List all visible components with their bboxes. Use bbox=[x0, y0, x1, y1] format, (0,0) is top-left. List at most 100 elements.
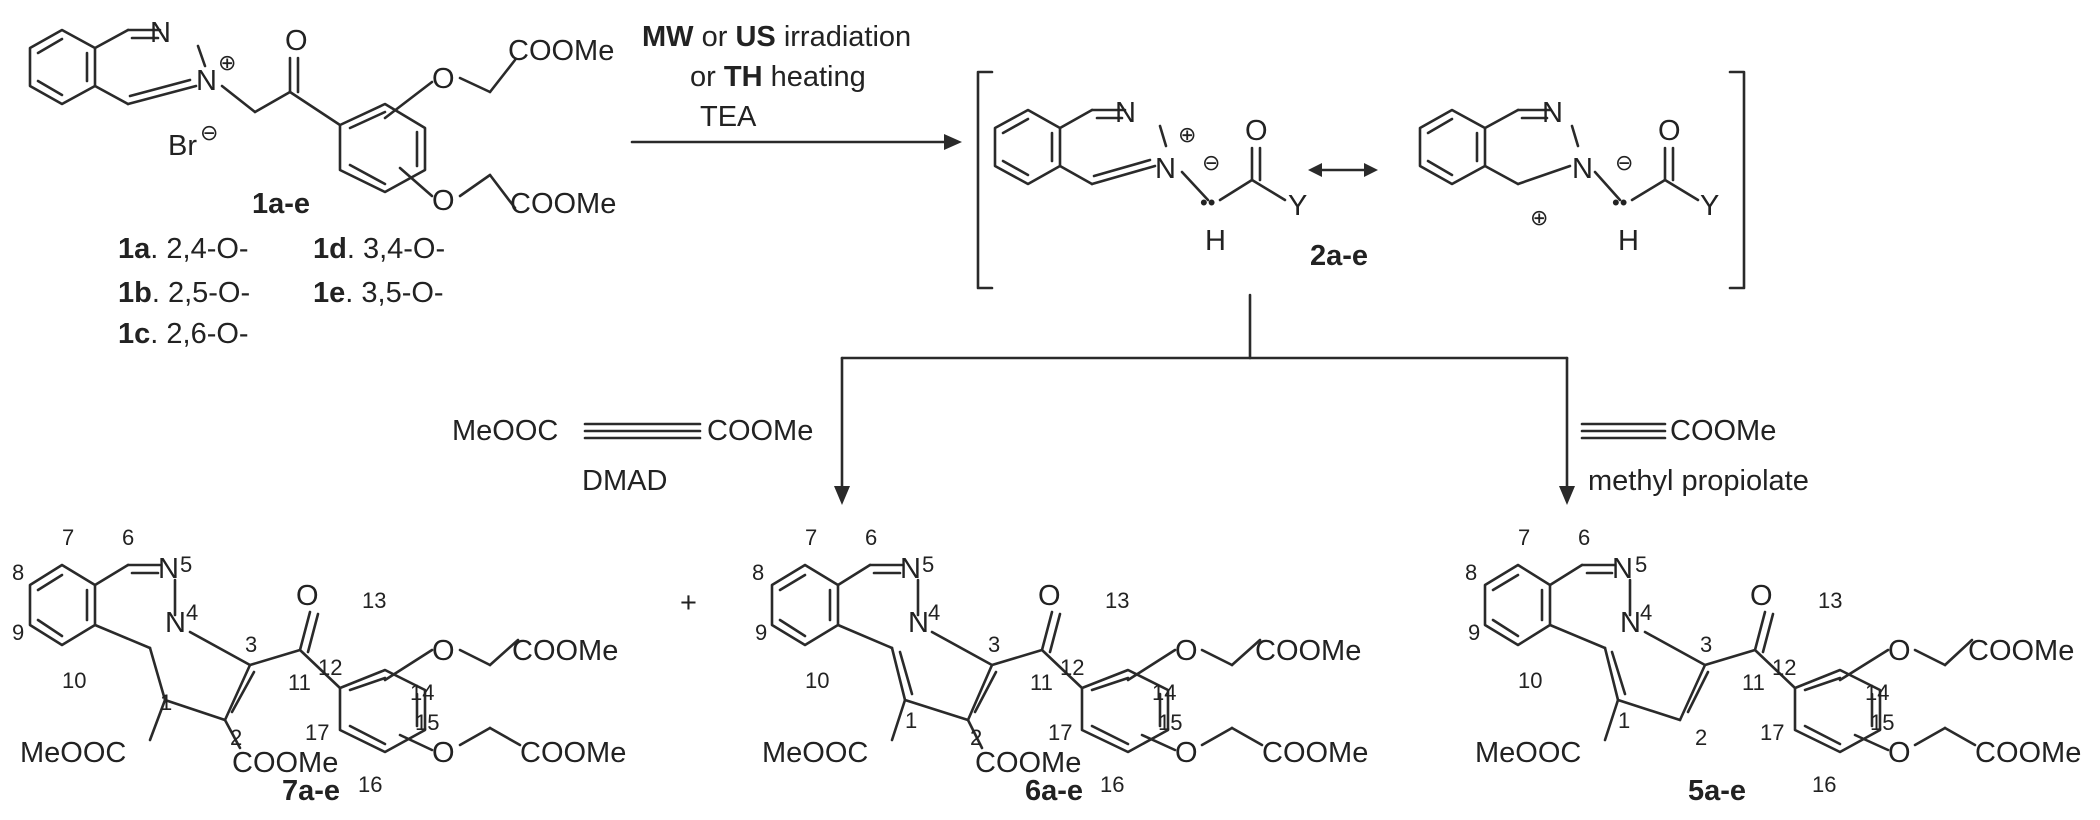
ester-group-label: COOMe bbox=[1262, 737, 1368, 769]
svg-text:8: 8 bbox=[12, 560, 24, 585]
svg-text:1: 1 bbox=[1618, 708, 1630, 733]
n-atom: N bbox=[165, 607, 186, 639]
o-atom: O bbox=[432, 737, 455, 769]
svg-text:9: 9 bbox=[12, 620, 24, 645]
y-group: Y bbox=[1288, 190, 1307, 222]
reactant-variant-list: 1a. 2,4-O- 1b. 2,5-O- 1c. 2,6-O- 1d. 3,4… bbox=[118, 233, 445, 350]
svg-text:1: 1 bbox=[160, 690, 172, 715]
positive-charge-icon: ⊕ bbox=[1530, 205, 1548, 230]
n-atom: N bbox=[908, 607, 929, 639]
svg-text:1: 1 bbox=[905, 708, 917, 733]
atom-numbering: 1 2 3 4 5 6 7 8 9 10 11 12 13 14 15 16 1… bbox=[12, 525, 439, 797]
reaction-conditions: MW or US irradiation or TH heating TEA bbox=[642, 21, 911, 133]
ester-group-label: COOMe bbox=[1968, 635, 2074, 667]
dmad-reagent: MeOOC COOMe DMAD bbox=[452, 415, 813, 497]
n-atom: N bbox=[900, 553, 921, 585]
n-atom: N bbox=[1572, 153, 1593, 185]
svg-text:9: 9 bbox=[1468, 620, 1480, 645]
lone-pair-icon: •• bbox=[1612, 190, 1627, 215]
svg-text:16: 16 bbox=[1100, 772, 1124, 797]
dmad-name: DMAD bbox=[582, 465, 667, 497]
bromide-label: Br bbox=[168, 130, 197, 162]
o-atom: O bbox=[432, 63, 455, 95]
o-atom: O bbox=[432, 185, 455, 217]
y-group: Y bbox=[1700, 190, 1719, 222]
product-7-label: 7a-e bbox=[282, 775, 340, 807]
negative-charge-icon: ⊖ bbox=[1615, 150, 1633, 175]
plus-sign: + bbox=[680, 587, 697, 619]
negative-charge-icon: ⊖ bbox=[200, 120, 218, 145]
svg-text:8: 8 bbox=[1465, 560, 1477, 585]
n-atom: N bbox=[1155, 153, 1176, 185]
ester-group-label: COOMe bbox=[520, 737, 626, 769]
svg-text:15: 15 bbox=[415, 710, 439, 735]
svg-text:16: 16 bbox=[358, 772, 382, 797]
svg-text:10: 10 bbox=[62, 668, 86, 693]
svg-text:4: 4 bbox=[1640, 600, 1652, 625]
svg-text:4: 4 bbox=[928, 600, 940, 625]
atom-numbering: 1 2 3 4 5 6 7 8 9 10 11 12 13 14 15 16 1… bbox=[752, 525, 1182, 797]
n-atom: N bbox=[1115, 97, 1136, 129]
positive-charge-icon: ⊕ bbox=[1178, 122, 1196, 147]
svg-text:7: 7 bbox=[1518, 525, 1530, 550]
svg-text:6: 6 bbox=[1578, 525, 1590, 550]
svg-text:10: 10 bbox=[1518, 668, 1542, 693]
svg-text:2: 2 bbox=[230, 725, 242, 750]
n-atom: N bbox=[158, 553, 179, 585]
ester-group-label: COOMe bbox=[510, 188, 616, 220]
svg-text:15: 15 bbox=[1158, 710, 1182, 735]
svg-text:2: 2 bbox=[970, 725, 982, 750]
svg-text:16: 16 bbox=[1812, 772, 1836, 797]
base-label: TEA bbox=[700, 101, 757, 133]
svg-text:6: 6 bbox=[122, 525, 134, 550]
variant-1d: 1d. 3,4-O- bbox=[313, 233, 445, 265]
svg-text:6: 6 bbox=[865, 525, 877, 550]
svg-text:8: 8 bbox=[752, 560, 764, 585]
resonance-arrow bbox=[1308, 163, 1378, 177]
ester-group-label: MeOOC bbox=[762, 737, 868, 769]
ylide-resonance-form-2: N N ⊕ ⊖ •• H O Y bbox=[1418, 97, 1719, 257]
svg-text:12: 12 bbox=[1772, 655, 1796, 680]
o-atom: O bbox=[285, 25, 308, 57]
ylide-bracket bbox=[976, 70, 1746, 290]
atom-numbering: 1 2 3 4 5 6 7 8 9 10 11 12 13 14 15 16 1… bbox=[1465, 525, 1894, 797]
svg-text:3: 3 bbox=[1700, 632, 1712, 657]
n-atom: N bbox=[150, 17, 171, 49]
ylide-label: 2a-e bbox=[1310, 240, 1368, 272]
reaction-arrow bbox=[630, 134, 962, 150]
o-atom: O bbox=[1658, 115, 1681, 147]
ester-group-label: COOMe bbox=[508, 35, 614, 67]
reactant-structure: N N ⊕ Br ⊖ O O COOMe O COOMe bbox=[28, 17, 616, 220]
ester-group-label: COOMe bbox=[1255, 635, 1361, 667]
svg-text:4: 4 bbox=[186, 600, 198, 625]
ester-group-label: MeOOC bbox=[1475, 737, 1581, 769]
ylide-resonance-form-1: N N ⊕ ⊖ •• H O Y bbox=[993, 97, 1307, 257]
propiolate-ester: COOMe bbox=[1670, 415, 1776, 447]
svg-text:14: 14 bbox=[1152, 680, 1176, 705]
svg-text:14: 14 bbox=[410, 680, 434, 705]
svg-text:12: 12 bbox=[318, 655, 342, 680]
variant-1c: 1c. 2,6-O- bbox=[118, 318, 249, 350]
svg-text:13: 13 bbox=[1105, 588, 1129, 613]
dmad-right-ester: COOMe bbox=[707, 415, 813, 447]
svg-text:3: 3 bbox=[988, 632, 1000, 657]
variant-1a: 1a. 2,4-O- bbox=[118, 233, 249, 265]
o-atom: O bbox=[1245, 115, 1268, 147]
positive-charge-icon: ⊕ bbox=[218, 50, 236, 75]
dmad-left-ester: MeOOC bbox=[452, 415, 558, 447]
product-5-structure: N N O O COOMe O COOMe MeOOC 1 2 3 4 5 6 … bbox=[1465, 525, 2081, 797]
n-atom: N bbox=[1542, 97, 1563, 129]
o-atom: O bbox=[1750, 580, 1773, 612]
n-atom: N bbox=[1620, 607, 1641, 639]
condition-line-1: MW or US irradiation bbox=[642, 21, 911, 53]
condition-line-2: or TH heating bbox=[690, 61, 866, 93]
svg-text:5: 5 bbox=[1635, 552, 1647, 577]
svg-text:11: 11 bbox=[288, 670, 311, 695]
svg-text:13: 13 bbox=[1818, 588, 1842, 613]
svg-text:5: 5 bbox=[922, 552, 934, 577]
propiolate-name: methyl propiolate bbox=[1588, 465, 1809, 497]
reactant-label: 1a-e bbox=[252, 188, 310, 220]
o-atom: O bbox=[1888, 737, 1911, 769]
svg-text:17: 17 bbox=[1760, 720, 1784, 745]
n-atom: N bbox=[196, 65, 217, 97]
